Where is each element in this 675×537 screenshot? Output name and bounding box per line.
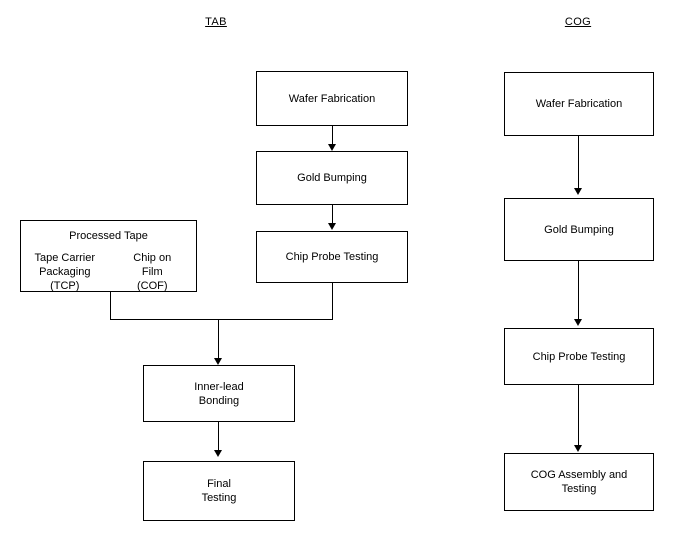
connector-chip-probe-down — [332, 283, 333, 320]
processed-tape-options: Tape Carrier Packaging (TCP) Chip on Fil… — [21, 243, 196, 293]
column-title-cog: COG — [564, 16, 592, 28]
arrowhead-icon — [214, 358, 222, 365]
node-label: Gold Bumping — [544, 223, 614, 236]
node-tab-gold-bumping[interactable]: Gold Bumping — [256, 151, 408, 205]
connector-inner-lead-to-final — [218, 422, 219, 454]
node-label: Wafer Fabrication — [535, 98, 623, 110]
processed-tape-title: Processed Tape — [69, 230, 148, 242]
column-title-tab: TAB — [205, 16, 227, 28]
node-tab-chip-probe-testing[interactable]: Chip Probe Testing — [256, 231, 408, 283]
node-label: Final Testing — [201, 478, 237, 504]
node-cog-gold-bumping[interactable]: Gold Bumping — [504, 198, 654, 261]
arrowhead-icon — [214, 450, 222, 457]
node-label: Chip Probe Testing — [532, 350, 626, 363]
processed-tape-option-tcp[interactable]: Tape Carrier Packaging (TCP) — [34, 252, 96, 292]
connector-merge-to-inner-lead — [218, 319, 219, 362]
connector-cog-probe-to-assembly — [578, 385, 579, 449]
arrowhead-icon — [574, 188, 582, 195]
node-tab-inner-lead-bonding[interactable]: Inner-lead Bonding — [143, 365, 295, 422]
node-tab-final-testing[interactable]: Final Testing — [143, 461, 295, 521]
connector-processed-tape-down — [110, 292, 111, 320]
connector-cog-gold-to-probe — [578, 261, 579, 323]
connector-merge-bar — [110, 319, 333, 320]
node-label: Wafer Fabrication — [288, 92, 376, 105]
node-label: Chip Probe Testing — [285, 251, 379, 263]
node-label: COG Assembly and Testing — [530, 469, 628, 495]
node-tab-wafer-fabrication[interactable]: Wafer Fabrication — [256, 71, 408, 126]
node-cog-assembly-testing[interactable]: COG Assembly and Testing — [504, 453, 654, 511]
arrowhead-icon — [574, 445, 582, 452]
connector-cog-wafer-to-gold — [578, 136, 579, 192]
connector-tab-gold-to-probe — [332, 205, 333, 227]
arrowhead-icon — [574, 319, 582, 326]
processed-tape-option-cof[interactable]: Chip on Film (COF) — [133, 252, 172, 292]
node-cog-chip-probe-testing[interactable]: Chip Probe Testing — [504, 328, 654, 385]
connector-tab-wafer-to-gold — [332, 126, 333, 148]
node-processed-tape[interactable]: Processed Tape Tape Carrier Packaging (T… — [20, 220, 197, 292]
node-label: Gold Bumping — [297, 172, 367, 184]
node-label: Inner-lead Bonding — [194, 380, 244, 407]
node-cog-wafer-fabrication[interactable]: Wafer Fabrication — [504, 72, 654, 136]
arrowhead-icon — [328, 144, 336, 151]
arrowhead-icon — [328, 223, 336, 230]
